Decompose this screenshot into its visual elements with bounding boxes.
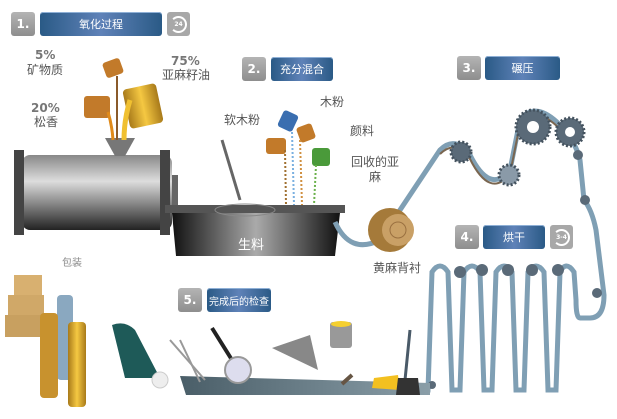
step-3-badge: 3. [457,56,481,80]
step-1-oxidation-button[interactable]: 氧化过程 [40,12,162,36]
duration-clock-icon: 3-4 [550,225,573,249]
mineral-label: 矿物质 [27,63,64,77]
mixer-drum [14,138,178,235]
wood-flour-label: 木粉 [320,95,345,109]
step-5-inspection-button[interactable]: 完成后的检查 [207,288,271,312]
whisk [220,139,242,201]
rosin-pct: 20% [31,101,60,115]
jute-backing-label: 黄麻背衬 [373,261,422,275]
inspection-tools [112,321,420,395]
linseed-oil-label: 亚麻籽油 [162,68,211,82]
jute-roll [368,208,414,252]
packaged-rolls [5,275,86,407]
recycled-linoleum-label: 回收的亚麻 [350,155,399,184]
step-5-badge: 5. [178,288,202,312]
raw-material-label: 生料 [238,238,265,253]
step-4-drying-button[interactable]: 烘干 [483,225,545,249]
rosin-label: 松香 [34,115,59,129]
mineral-pct: 5% [35,48,56,62]
raw-material-tray [165,203,345,256]
step-1-badge: 1. [11,12,35,36]
duration-clock-icon: 24 [167,12,190,36]
step-3-calendering-button[interactable]: 碾压 [485,56,560,80]
conveyor-belt [190,108,607,393]
duration-24: 24 [170,15,187,33]
cork-label: 软木粉 [224,113,261,127]
additive-cans [266,110,330,206]
step-2-badge: 2. [242,57,266,81]
rolling-gears [428,108,602,389]
linseed-oil-pct: 75% [171,54,200,68]
packaging-label: 包装 [62,258,82,269]
duration-3-4: 3-4 [553,228,570,246]
step-2-mixing-button[interactable]: 充分混合 [271,57,333,81]
ingredient-buckets [84,58,164,141]
step-4-badge: 4. [455,225,479,249]
pigment-label: 颜料 [350,124,375,138]
